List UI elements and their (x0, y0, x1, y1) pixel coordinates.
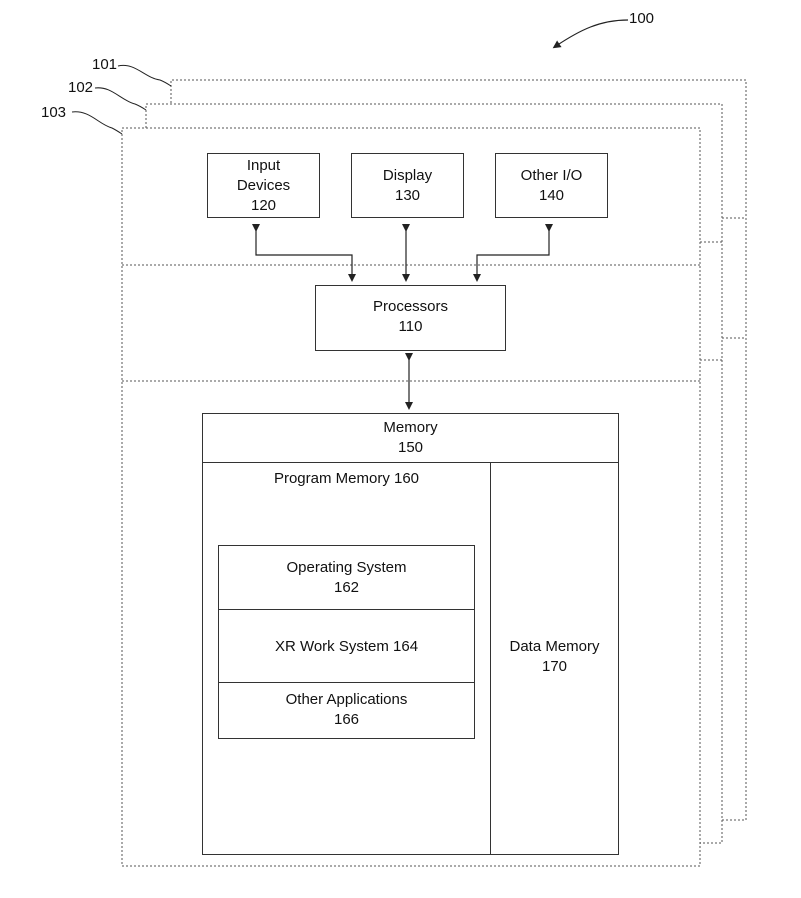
memory-label: Memory (383, 419, 438, 436)
processors-number: 110 (398, 318, 423, 335)
leader-102 (94, 87, 147, 111)
operating-system-number: 162 (333, 579, 360, 596)
data-memory-box: Data Memory 170 (490, 462, 619, 855)
operating-system-label: Operating System (286, 559, 407, 576)
connector-input-processors (252, 224, 356, 282)
input-devices-label-line1: Input (246, 157, 281, 174)
connector-otherio-processors (473, 224, 553, 282)
leader-100 (552, 19, 629, 49)
processors-label: Processors (372, 298, 449, 315)
leader-101 (117, 64, 172, 87)
operating-system-box: Operating System 162 (218, 545, 475, 610)
display-label: Display (382, 167, 433, 184)
processors-box: Processors 110 (315, 285, 506, 351)
input-devices-number: 120 (250, 197, 277, 214)
xr-work-system-box: XR Work System 164 (218, 609, 475, 683)
ref-103: 103 (41, 104, 67, 121)
program-memory-label: Program Memory 160 (273, 470, 420, 487)
other-io-number: 140 (538, 187, 565, 204)
other-applications-box: Other Applications 166 (218, 682, 475, 739)
other-io-box: Other I/O 140 (495, 153, 608, 218)
other-applications-label: Other Applications (285, 691, 408, 708)
ref-100: 100 (629, 10, 655, 27)
other-applications-number: 166 (333, 711, 360, 728)
layer-side-tabs (700, 217, 746, 361)
ref-101: 101 (92, 56, 118, 73)
layer-102-outline (145, 103, 723, 844)
other-io-label: Other I/O (520, 167, 583, 184)
input-devices-label-line2: Devices (236, 177, 291, 194)
display-number: 130 (394, 187, 421, 204)
layer-101-outline (170, 79, 747, 821)
memory-number: 150 (397, 439, 424, 456)
xr-work-system-label: XR Work System 164 (274, 638, 419, 655)
ref-102: 102 (68, 79, 94, 96)
display-box: Display 130 (351, 153, 464, 218)
data-memory-label: Data Memory (509, 638, 600, 655)
leader-103 (71, 111, 123, 135)
input-devices-box: Input Devices 120 (207, 153, 320, 218)
data-memory-number: 170 (541, 658, 568, 675)
